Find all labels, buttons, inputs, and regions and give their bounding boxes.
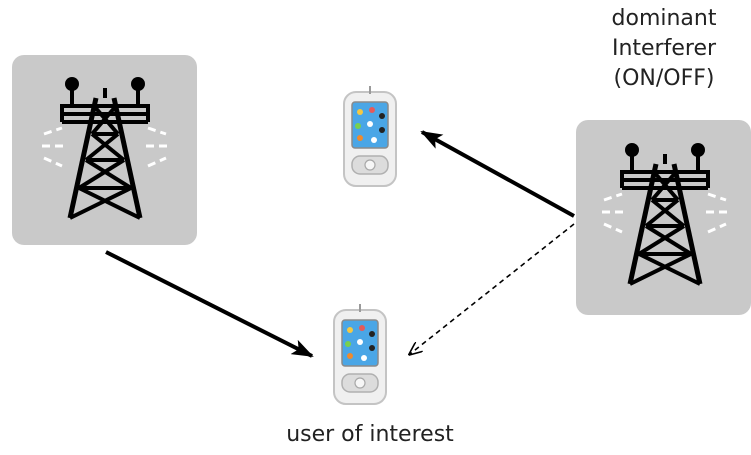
interferer-label: dominant Interferer (ON/OFF) (584, 4, 744, 94)
mobile-phone-icon (343, 85, 397, 187)
interference-to-user-dashed-arrow (410, 223, 575, 354)
serving-tower (12, 55, 197, 245)
serving-link-arrow (105, 250, 314, 358)
interferer-tower (576, 120, 751, 315)
interferer-label-line2: Interferer (611, 36, 717, 61)
mobile-phone-icon (333, 303, 387, 405)
interferer-label-line3: (ON/OFF) (613, 66, 715, 91)
user-of-interest-label: user of interest (286, 422, 454, 447)
interference-link-arrow (420, 130, 575, 218)
other-user-phone (343, 85, 397, 187)
user-of-interest-phone (333, 303, 387, 405)
interferer-label-line1: dominant (611, 6, 717, 31)
